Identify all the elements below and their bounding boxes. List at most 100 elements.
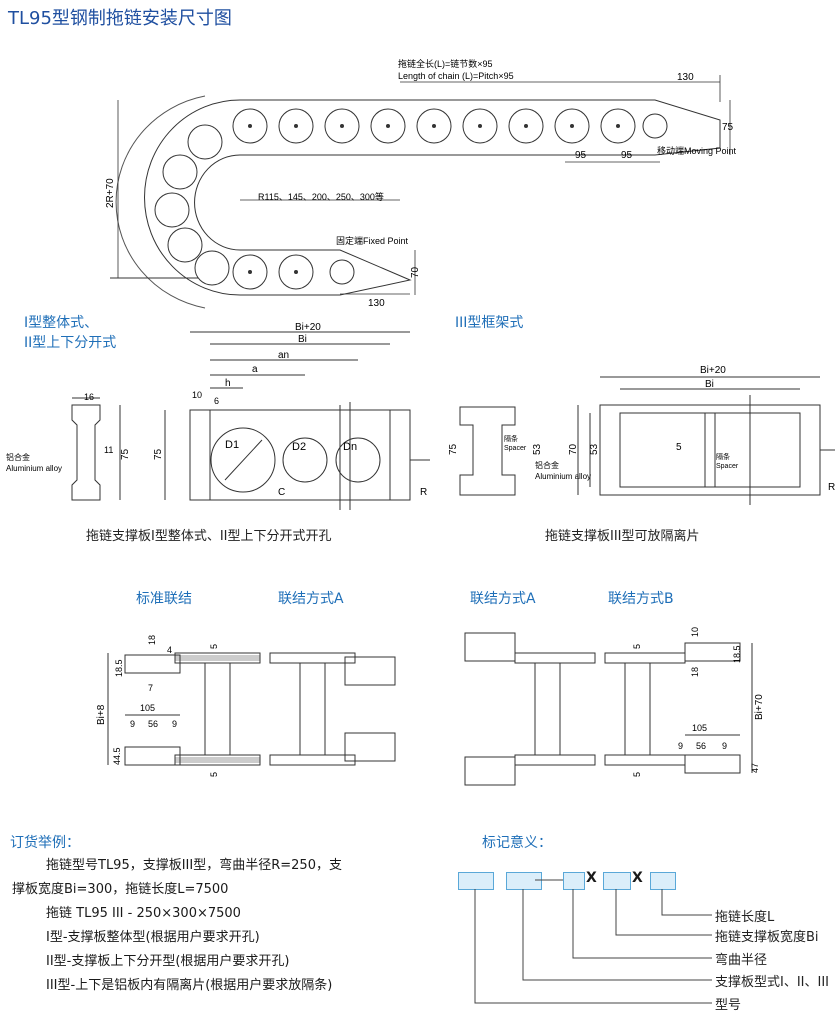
mode-a-heading-1: 联结方式A [278,591,344,607]
mark-label-radius: 弯曲半径 [715,953,768,968]
section-i-caption: 拖链支撑板I型整体式、II型上下分开式开孔 [86,529,332,544]
alloy-cn: 铝合金 [6,452,30,462]
chain-installation-diagram: 拖链全长(L)=链节数×95 Length of chain (L)=Pitch… [105,58,737,309]
dim-5-top-right: 5 [632,644,642,649]
order-example-heading: 订货举例： [10,835,80,851]
dim-bi20: Bi+20 [295,322,321,333]
dim-130-top: 130 [677,72,694,83]
radius-label: R115、145、200、250、300等 [258,191,384,202]
dim-70-iii: 70 [568,443,579,455]
spacer-cn: 隔条 [504,434,518,443]
mark-label-plate-type: 支撑板型式I、II、III [715,975,830,990]
mode-a-heading-2: 联结方式A [470,591,536,607]
section-iii-heading: III型框架式 [455,315,524,331]
label-c: C [278,487,285,498]
mark-box-length [650,872,676,890]
alloy-en: Aluminium alloy [6,464,62,473]
order-line-2: 撑板宽度Bi=300，拖链长度L=7500 [12,882,229,897]
dim-75-iii: 75 [448,443,459,455]
mark-box-model [458,872,494,890]
chain-length-cn: 拖链全长(L)=链节数×95 [398,58,493,69]
std-connection-heading: 标准联结 [136,591,192,607]
dim-18-left: 18 [147,635,157,645]
spacer2-en: Spacer [716,463,739,470]
fixed-point-label: 固定端Fixed Point [336,235,409,246]
dim-47-right: 47 [750,763,760,773]
dim-53-iii: 53 [589,443,600,455]
dim-4-left: 4 [167,645,172,655]
dim-18-5-left: 18.5 [114,659,124,677]
mark-box-radius [563,872,585,890]
dim-11: 11 [104,445,113,455]
dim-44-5-left: 44.5 [112,747,122,765]
dim-an: an [278,350,289,361]
dim-7-left: 7 [148,683,153,693]
order-line-5: II型-支撑板上下分开型(根据用户要求开孔) [46,954,290,969]
dim-75-side: 75 [120,448,131,460]
dim-9b-right: 9 [722,741,727,751]
dim-10-right: 10 [690,627,700,637]
dim-bi-iii: Bi [705,379,714,390]
dim-16: 16 [84,392,94,402]
dim-bi70: Bi+70 [754,694,765,720]
dim-bi20-iii: Bi+20 [700,365,726,376]
alloy-en-iii: Aluminium alloy [535,472,591,481]
connection-left-diagram: 18 4 5 18.5 7 Bi+8 105 9 56 9 44.5 5 [96,635,396,777]
mark-box-width [603,872,631,890]
dim-105-left: 105 [140,703,155,713]
dim-56-left: 56 [148,719,158,729]
mode-b-heading: 联结方式B [608,591,674,607]
dim-bi: Bi [298,334,307,345]
label-r: R [420,487,427,498]
page-title: TL95型钢制拖链安装尺寸图 [8,8,232,29]
dim-56-right: 56 [696,741,706,751]
dim-95-b: 95 [621,150,633,161]
mark-x-1: X [586,870,597,886]
dim-5-top-left: 5 [209,644,219,649]
marking-leader-lines [474,879,712,1004]
dim-5-iii: 5 [676,442,682,453]
alloy-cn-iii: 铝合金 [535,460,559,470]
dim-9a-right: 9 [678,741,683,751]
marking-heading: 标记意义： [482,835,552,851]
order-line-3: 拖链 TL95 III - 250×300×7500 [46,906,241,921]
section-iii-caption: 拖链支撑板III型可放隔离片 [545,529,700,544]
support-plate-iii-diagram: 75 隔条 Spacer 53 铝合金 Aluminium alloy Bi+2… [448,365,835,505]
order-line-1: 拖链型号TL95，支撑板III型，弯曲半径R=250，支 [46,858,342,873]
connection-right-diagram: 5 10 18.5 18 Bi+70 105 9 56 9 47 5 [464,627,765,786]
mark-label-width: 拖链支撑板宽度Bi [715,930,819,945]
dim-75-top: 75 [722,122,734,133]
support-plate-i-ii-diagram: 16 11 75 铝合金 Aluminium alloy Bi+20 Bi an… [6,322,430,510]
dim-h: h [225,378,231,389]
spacer-en: Spacer [504,445,527,452]
dim-2r70: 2R+70 [105,178,116,208]
dim-53: 53 [532,443,543,455]
dim-95-a: 95 [575,150,587,161]
dim-9a-left: 9 [130,719,135,729]
order-line-6: III型-上下是铝板内有隔离片(根据用户要求放隔条) [46,978,333,993]
section-i-heading-1: I型整体式、 [24,315,99,331]
dim-5-bottom-left: 5 [209,772,219,777]
label-d2: D2 [292,441,306,453]
mark-box-plate-type [506,872,542,890]
dim-6: 6 [214,396,219,406]
dim-18-5-right: 18.5 [732,645,742,663]
dim-105-right: 105 [692,723,707,733]
dim-75-plate: 75 [153,448,164,460]
dim-70: 70 [410,266,421,278]
dim-9b-left: 9 [172,719,177,729]
section-i-heading-2: II型上下分开式 [24,335,117,351]
mark-label-length: 拖链长度L [715,910,775,925]
spacer2-cn: 隔条 [716,452,730,461]
moving-point-label: 移动端Moving Point [657,145,737,156]
label-d1: D1 [225,439,239,451]
dim-bi8: Bi+8 [96,704,107,725]
dim-10: 10 [192,390,202,400]
dim-130-bottom: 130 [368,298,385,309]
mark-label-model: 型号 [715,998,742,1013]
mark-x-2: X [632,870,643,886]
dim-a: a [252,364,258,375]
label-r-iii: R [828,482,835,493]
order-line-4: I型-支撑板整体型(根据用户要求开孔) [46,930,260,945]
dim-5-bottom-right: 5 [632,772,642,777]
